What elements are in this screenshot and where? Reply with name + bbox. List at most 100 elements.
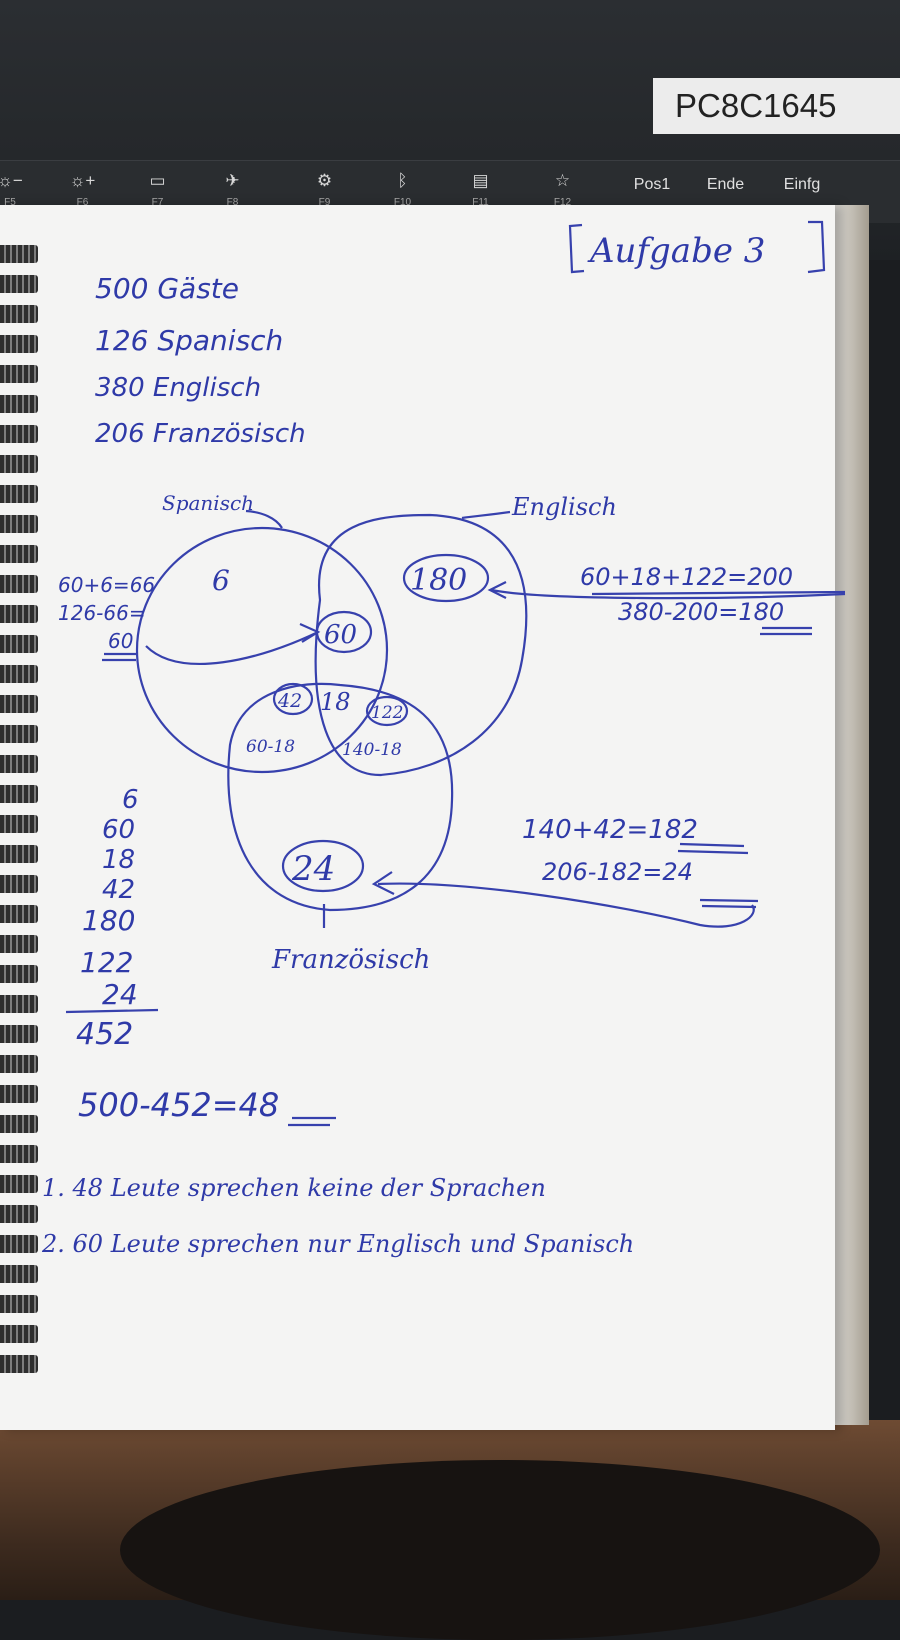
region-spanish-french: 42 xyxy=(277,690,302,712)
circle-english xyxy=(314,513,528,777)
region-spanish-only: 6 xyxy=(212,564,230,597)
left-calc-2: 126-66= xyxy=(58,601,146,625)
key-f10[interactable]: ᛒ F10 xyxy=(380,161,425,223)
spiral-ring xyxy=(0,455,38,473)
title-bracket-left xyxy=(568,223,585,274)
difference-underline xyxy=(288,1116,336,1127)
key-ende[interactable]: Ende xyxy=(706,176,745,193)
left-calc-3: 60 xyxy=(108,629,133,653)
spiral-ring xyxy=(0,335,38,353)
sum-row: 60 xyxy=(102,815,135,845)
left-calc-underline xyxy=(102,652,138,662)
spiral-ring xyxy=(0,875,38,893)
english-label-pointer xyxy=(461,510,511,520)
region-spanish-english: 60 xyxy=(324,620,357,650)
page-stack-edge xyxy=(835,205,869,1425)
spiral-ring xyxy=(0,1355,38,1373)
display-switch-icon: ▭ xyxy=(149,171,166,190)
english-calc-2: 380-200=180 xyxy=(618,598,784,626)
sum-row: 18 xyxy=(102,845,135,875)
label-english: Englisch xyxy=(511,493,617,521)
region-spanish-french-calc: 60-18 xyxy=(246,737,295,757)
circle-spanish xyxy=(135,526,389,774)
label-spanish: Spanisch xyxy=(162,491,254,515)
spiral-ring xyxy=(0,605,38,623)
region-spanish-french-circle xyxy=(272,682,314,716)
key-f8[interactable]: ✈ F8 xyxy=(210,161,255,223)
keyboard-icon: ▤ xyxy=(472,171,489,190)
spiral-ring xyxy=(0,1145,38,1163)
spiral-ring xyxy=(0,515,38,533)
notebook-page xyxy=(0,205,835,1430)
french-calc-1: 140+42=182 xyxy=(522,815,698,845)
spiral-ring xyxy=(0,395,38,413)
key-einfg[interactable]: Einfg xyxy=(783,176,821,193)
key-f5[interactable]: ☼− F5 xyxy=(0,161,30,223)
spiral-ring xyxy=(0,635,38,653)
spiral-ring xyxy=(0,1175,38,1193)
laptop-sticker: PC8C1645 xyxy=(653,78,900,134)
arrow-to-60-head xyxy=(299,622,321,643)
region-english-french: 122 xyxy=(371,703,403,723)
arrow-to-180 xyxy=(491,588,846,600)
settings-icon: ⚙ xyxy=(316,171,333,190)
key-f7[interactable]: ▭ F7 xyxy=(135,161,180,223)
spiral-ring xyxy=(0,935,38,953)
spiral-ring xyxy=(0,1205,38,1223)
spiral-ring xyxy=(0,905,38,923)
arrow-to-24 xyxy=(377,882,755,928)
left-calc-1: 60+6=66 xyxy=(58,573,155,597)
spiral-ring xyxy=(0,1055,38,1073)
french-calc-2: 206-182=24 xyxy=(542,858,693,886)
key-f9[interactable]: ⚙ F9 xyxy=(302,161,347,223)
key-pos1[interactable]: Pos1 xyxy=(633,176,671,193)
sum-row: 6 xyxy=(122,785,139,815)
spiral-ring xyxy=(0,1025,38,1043)
spiral-ring xyxy=(0,755,38,773)
sum-line xyxy=(65,1008,159,1014)
handwritten-notes: Aufgabe 3 500 Gäste 126 Spanisch 380 Eng… xyxy=(41,220,846,1258)
key-f6[interactable]: ☼+ F6 xyxy=(60,161,105,223)
spiral-ring xyxy=(0,845,38,863)
sum-row: 24 xyxy=(102,978,138,1011)
spiral-ring xyxy=(0,425,38,443)
region-french-only-circle xyxy=(281,839,365,893)
key-f12[interactable]: ☆ F12 xyxy=(540,161,585,223)
spiral-ring xyxy=(0,575,38,593)
given-english: 380 Englisch xyxy=(95,373,261,403)
brightness-up-icon: ☼+ xyxy=(69,171,96,190)
region-english-only-circle xyxy=(402,553,490,603)
spiral-ring xyxy=(0,545,38,563)
key-f11[interactable]: ▤ F11 xyxy=(458,161,503,223)
answer-1: 1. 48 Leute sprechen keine der Sprachen xyxy=(42,1174,546,1202)
region-english-french-calc: 140-18 xyxy=(342,740,402,760)
region-english-french-circle xyxy=(365,695,409,727)
spiral-ring xyxy=(0,1115,38,1133)
difference: 500-452=48 xyxy=(78,1086,279,1124)
spiral-ring xyxy=(0,815,38,833)
spiral-ring xyxy=(0,305,38,323)
french-calc-underline-2 xyxy=(699,898,759,909)
spiral-ring xyxy=(0,965,38,983)
spiral-ring xyxy=(0,245,38,263)
sum-row: 42 xyxy=(102,875,135,905)
spiral-ring xyxy=(0,665,38,683)
spiral-ring xyxy=(0,725,38,743)
notebook-spiral xyxy=(0,245,42,1395)
spiral-ring xyxy=(0,695,38,713)
spiral-ring xyxy=(0,1295,38,1313)
sum-row: 122 xyxy=(80,946,133,979)
given-french: 206 Französisch xyxy=(95,419,306,449)
english-calc-underline xyxy=(760,626,812,636)
title-bracket-right xyxy=(807,220,826,274)
spiral-ring xyxy=(0,995,38,1013)
spiral-ring xyxy=(0,1325,38,1343)
english-calc-1: 60+18+122=200 xyxy=(580,563,793,591)
brightness-down-icon: ☼− xyxy=(0,171,23,190)
spanish-label-pointer xyxy=(245,509,283,529)
spiral-ring xyxy=(0,1235,38,1253)
given-guests: 500 Gäste xyxy=(95,272,239,305)
sum-column: 6 60 18 42 180 122 24 452 xyxy=(65,785,159,1052)
french-calc-underline-1 xyxy=(677,842,749,855)
airplane-mode-icon: ✈ xyxy=(225,171,240,190)
